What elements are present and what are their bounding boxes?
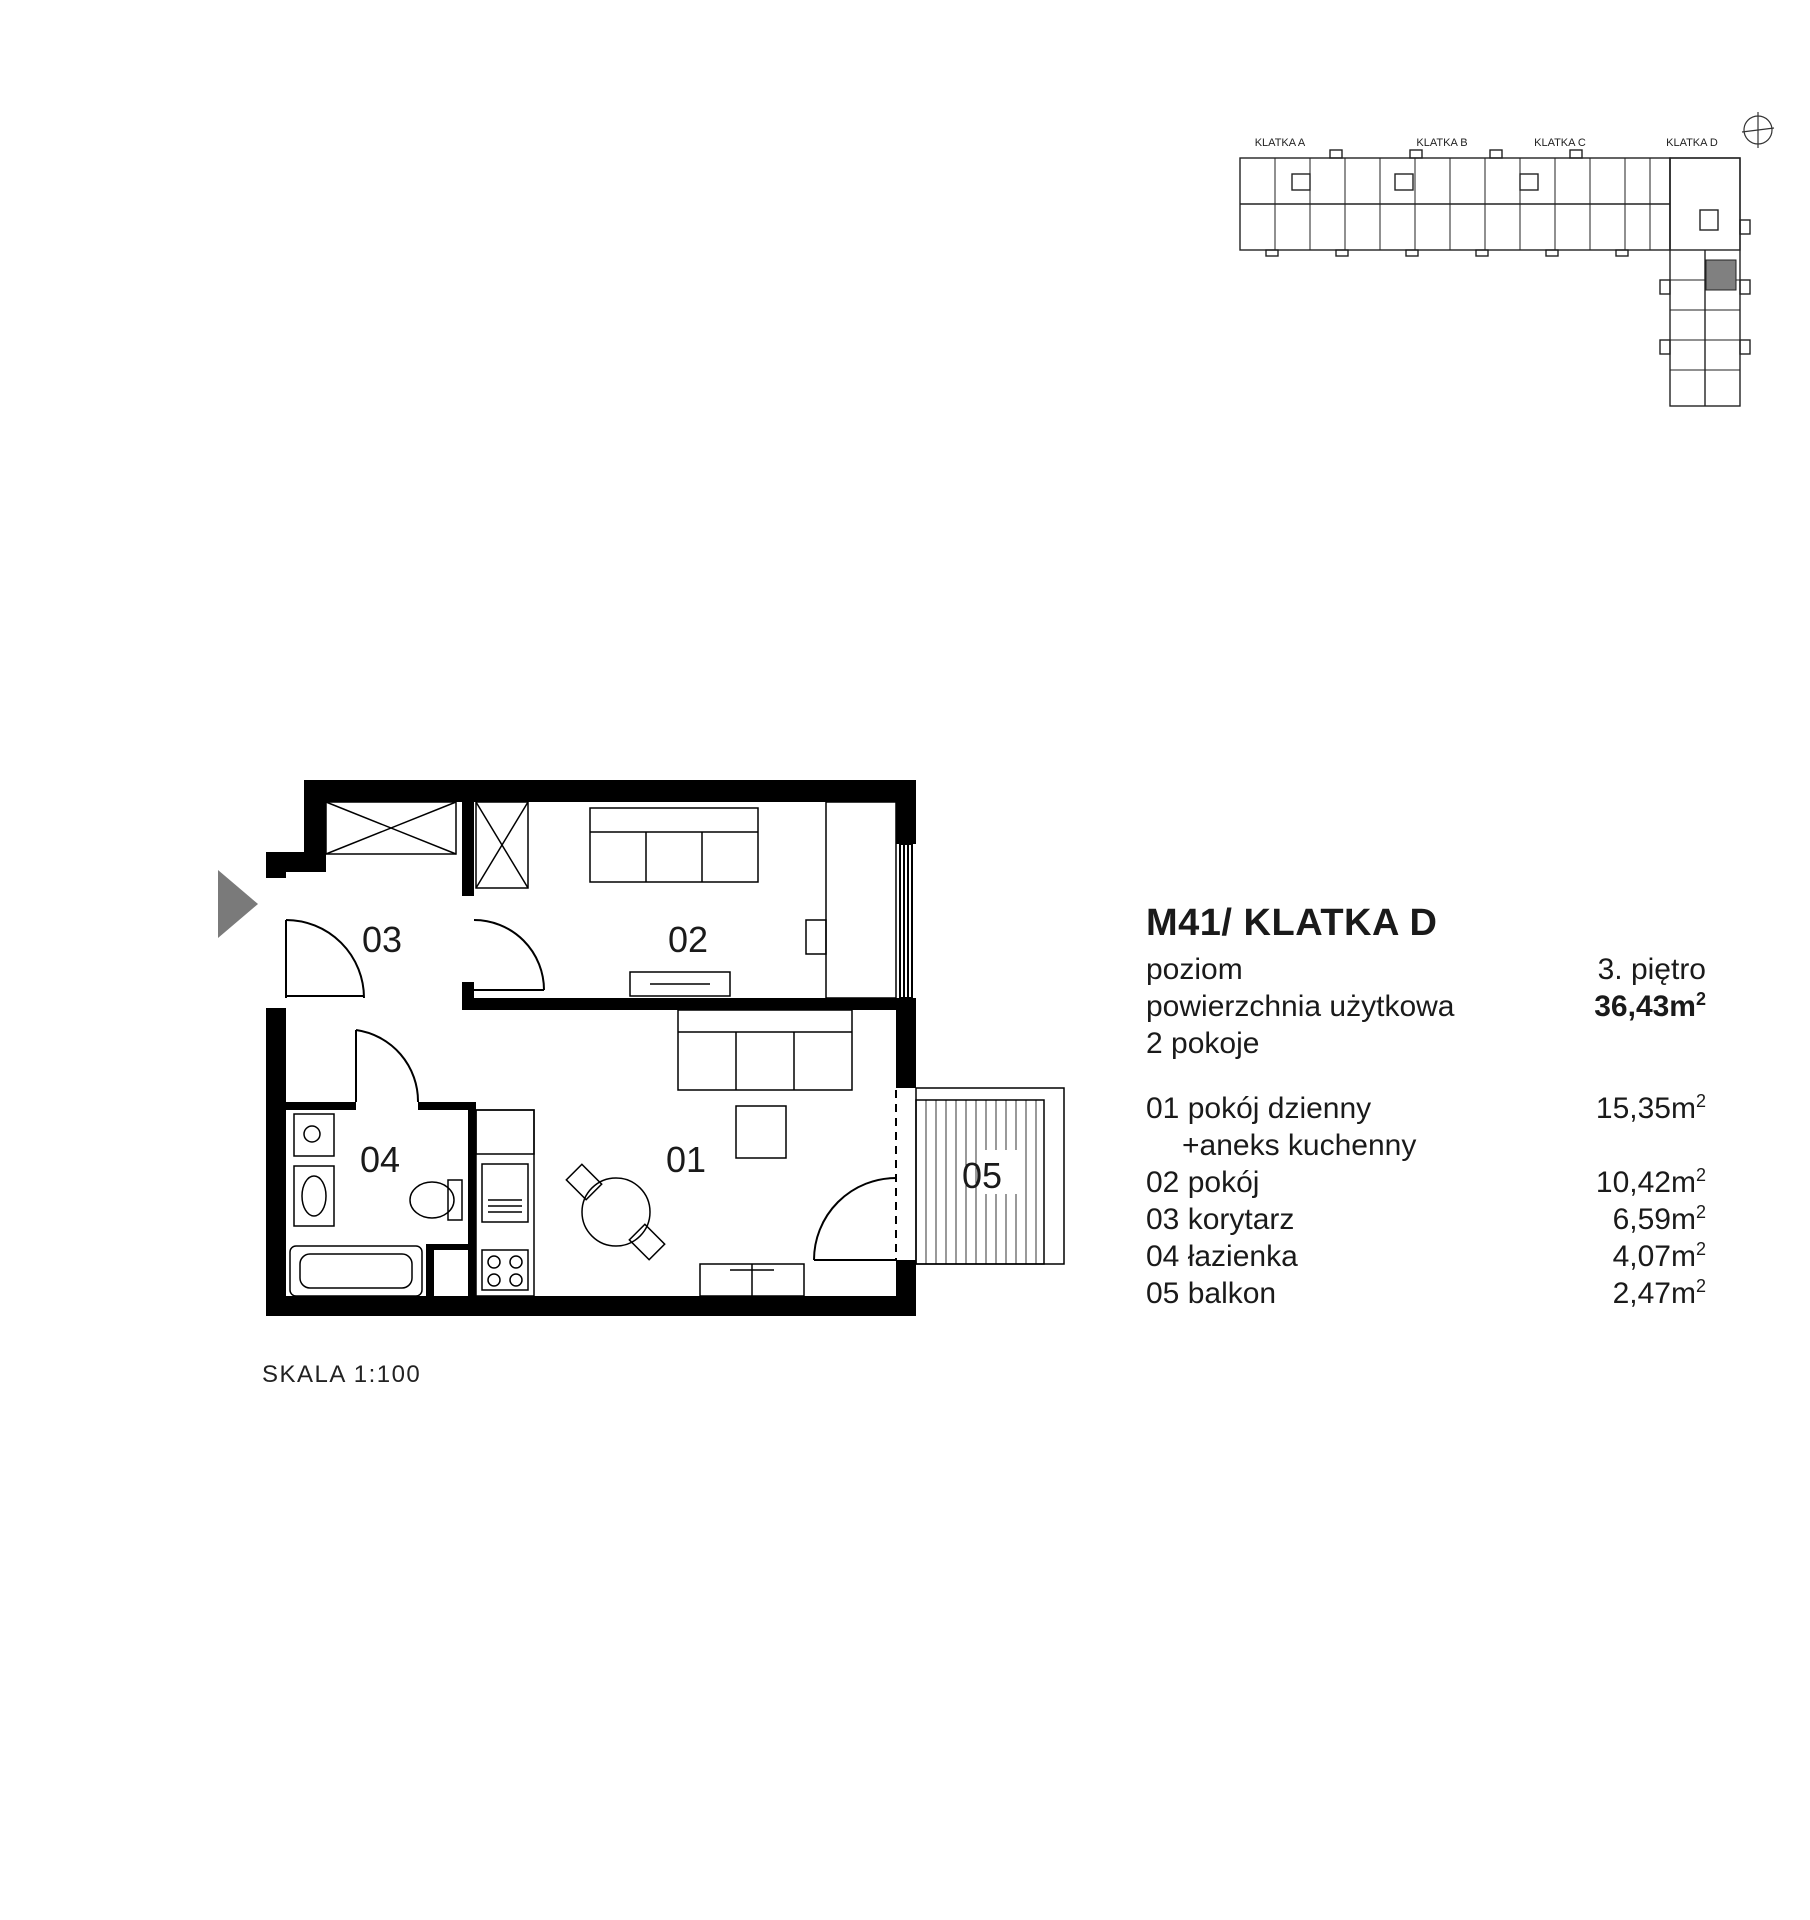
- room-row-label: 02 pokój: [1146, 1166, 1260, 1199]
- door-05-icon: [813, 1090, 897, 1261]
- room-row-area: 10,42m2: [1595, 1165, 1706, 1199]
- area-label: powierzchnia użytkowa: [1146, 990, 1455, 1023]
- sink-icon: [481, 1163, 529, 1223]
- desk-icon: [805, 919, 827, 955]
- room-row: 01 pokój dzienny 15,35m2: [1146, 1090, 1706, 1127]
- area-value: 36,43m2: [1594, 989, 1706, 1023]
- key-plan: KLATKA A KLATKA B KLATKA C KLATKA D: [1230, 110, 1790, 410]
- room-row-label: 03 korytarz: [1146, 1203, 1295, 1236]
- washbasin-icon: [293, 1165, 335, 1227]
- walls: [266, 780, 916, 1316]
- coffee-table-icon: [735, 1105, 787, 1159]
- room-03-label: 03: [362, 919, 402, 960]
- wardrobe-icon: [825, 801, 897, 999]
- room-row: 02 pokój 10,42m2: [1146, 1164, 1706, 1201]
- washer-icon: [293, 1113, 335, 1157]
- sofa-icon: [589, 807, 759, 883]
- room-row-area: 2,47m2: [1612, 1276, 1706, 1310]
- room-row-label: 05 balkon: [1146, 1277, 1277, 1310]
- room-row-area: 4,07m2: [1612, 1239, 1706, 1273]
- room-row: 04 łazienka 4,07m2: [1146, 1238, 1706, 1275]
- room-row: +aneks kuchenny: [1146, 1127, 1706, 1164]
- room-row-area: 6,59m2: [1612, 1202, 1706, 1236]
- room-04-label: 04: [360, 1139, 400, 1180]
- kitchen-counter: [475, 1109, 535, 1297]
- sofa-icon: [677, 1009, 853, 1091]
- dining-table-icon: [581, 1177, 651, 1247]
- room-row-label: +aneks kuchenny: [1182, 1129, 1417, 1162]
- room-row-area: 15,35m2: [1595, 1091, 1706, 1125]
- room-row-label: 01 pokój dzienny: [1146, 1092, 1372, 1125]
- room-row: 03 korytarz 6,59m2: [1146, 1201, 1706, 1238]
- key-plan-highlighted-unit: [1705, 259, 1737, 291]
- rooms-count-row: 2 pokoje: [1146, 1025, 1706, 1062]
- bathtub-icon: [289, 1245, 423, 1297]
- chair-icon: [565, 1163, 603, 1201]
- toilet-icon: [409, 1181, 455, 1219]
- room-05-label: 05: [962, 1155, 1002, 1196]
- floor-plan-drawing: 03 02 04 01 05: [218, 780, 1065, 1316]
- key-plan-label-a: KLATKA A: [1255, 137, 1306, 149]
- key-plan-drawing: KLATKA A KLATKA B KLATKA C KLATKA D: [1239, 112, 1775, 407]
- north-arrow-icon: [1741, 112, 1775, 148]
- room-row-label: 04 łazienka: [1146, 1240, 1298, 1273]
- key-plan-label-c: KLATKA C: [1534, 137, 1586, 149]
- floor-plan: 03 02 04 01 05: [200, 760, 1080, 1340]
- rooms-count: 2 pokoje: [1146, 1027, 1260, 1060]
- fridge-icon: [475, 1109, 535, 1155]
- entrance-arrow-icon: [218, 870, 258, 938]
- wardrobe-icon: [475, 801, 529, 889]
- tv-stand-icon: [629, 971, 731, 997]
- wardrobe-icon: [325, 801, 457, 855]
- key-plan-label-b: KLATKA B: [1416, 137, 1467, 149]
- level-row: poziom 3. piętro: [1146, 951, 1706, 988]
- room-01-label: 01: [666, 1139, 706, 1180]
- area-row: powierzchnia użytkowa 36,43m2: [1146, 988, 1706, 1025]
- room-02-label: 02: [668, 919, 708, 960]
- stove-icon: [481, 1249, 529, 1291]
- level-value: 3. piętro: [1597, 953, 1706, 986]
- room-row: 05 balkon 2,47m2: [1146, 1275, 1706, 1312]
- scale-label: SKALA 1:100: [262, 1361, 422, 1388]
- key-plan-label-d: KLATKA D: [1666, 137, 1718, 149]
- entrance-door-icon: [285, 919, 365, 999]
- apartment-info: M41/ KLATKA D poziom 3. piętro powierzch…: [1146, 902, 1706, 1312]
- chair-icon: [628, 1223, 666, 1261]
- level-label: poziom: [1146, 953, 1243, 986]
- door-04-icon: [355, 1029, 420, 1103]
- balcony: [915, 1087, 1065, 1265]
- apartment-title: M41/ KLATKA D: [1146, 902, 1438, 944]
- door-02-icon: [473, 919, 545, 991]
